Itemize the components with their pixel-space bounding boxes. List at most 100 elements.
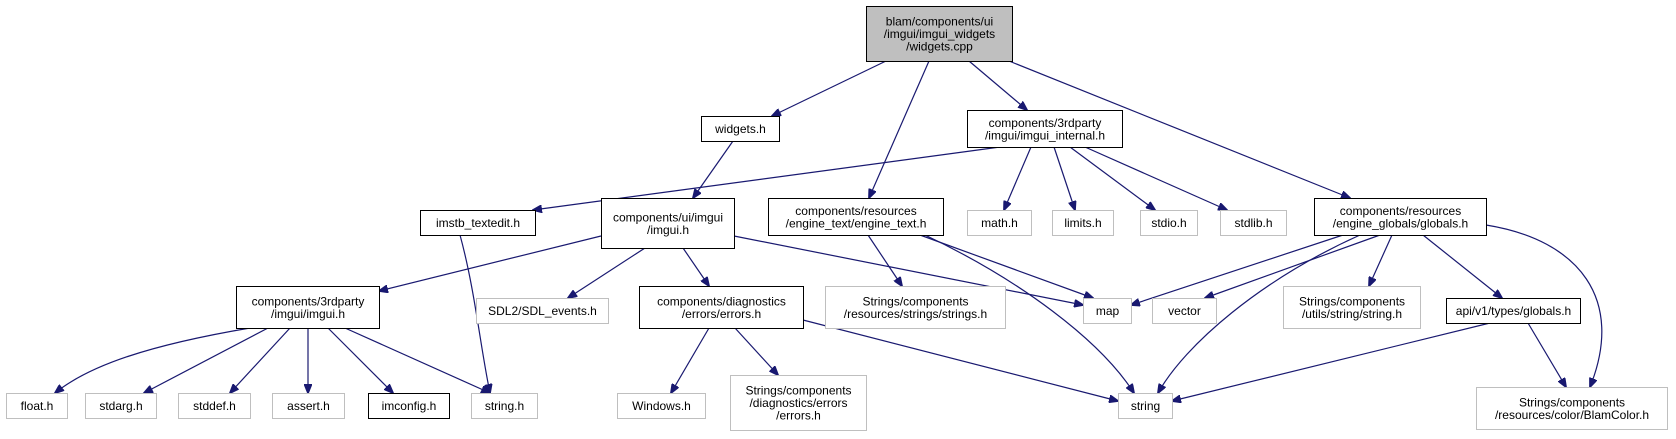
node-assert-h: assert.h [272, 393, 345, 419]
node-label: /imgui.h [647, 223, 689, 237]
edge-errors_h-to-diag_errors_h [734, 327, 778, 375]
node-box [967, 210, 1032, 236]
node-ui-imgui-h[interactable]: components/ui/imgui/imgui.h [601, 198, 735, 249]
edge-engine_text_h-to-strings_h [867, 234, 902, 286]
node-label: string.h [485, 399, 524, 413]
edge-line [1369, 234, 1393, 286]
node-box [1283, 286, 1421, 329]
edge-line [919, 234, 1093, 298]
edge-line [734, 327, 778, 375]
graph-edges [55, 60, 1603, 401]
node-widgets-cpp[interactable]: blam/components/ui/imgui/imgui_widgets/w… [866, 6, 1013, 62]
node-label: map [1096, 304, 1120, 318]
node-label: stdarg.h [99, 399, 142, 413]
node-label: SDL2/SDL_events.h [488, 304, 597, 318]
node-float-h: float.h [6, 393, 68, 419]
node-label: Windows.h [632, 399, 691, 413]
node-label: assert.h [287, 399, 330, 413]
node-box [1446, 298, 1581, 324]
node-label: Strings/components [1299, 294, 1405, 308]
node-label: widgets.h [714, 122, 766, 136]
graph-nodes: blam/components/ui/imgui/imgui_widgets/w… [6, 6, 1668, 431]
edge-line [682, 247, 709, 286]
node-label: /diagnostics/errors [749, 396, 847, 410]
edge-imgui_internal_h-to-math_h [1004, 146, 1032, 210]
node-errors-h[interactable]: components/diagnostics/errors/errors.h [639, 286, 804, 329]
node-label: components/3rdparty [252, 294, 365, 308]
node-box [701, 116, 780, 142]
edge-ui_imgui_h-to-sdl_events_h [568, 247, 646, 298]
node-stddef-h: stddef.h [178, 393, 251, 419]
node-box [967, 110, 1123, 148]
node-imconfig-h[interactable]: imconfig.h [368, 393, 450, 419]
edge-globals_h-to-utils_string_h [1369, 234, 1393, 286]
edge-line [1172, 322, 1491, 401]
edge-imgui3_h-to-string_h [344, 327, 490, 393]
node-box [825, 286, 1006, 329]
edge-line [230, 327, 291, 393]
edge-line [1069, 146, 1155, 210]
node-stdlib-h: stdlib.h [1220, 210, 1287, 236]
edge-line [1004, 146, 1032, 210]
node-math-h: math.h [967, 210, 1032, 236]
node-utils-string-h: Strings/components/utils/string/string.h [1283, 286, 1421, 329]
edge-line [1527, 322, 1566, 387]
edge-line [1422, 234, 1502, 298]
edge-api_globals_h-to-string [1172, 322, 1491, 401]
edge-engine_text_h-to-string [924, 234, 1134, 393]
edge-globals_h-to-vector [1205, 234, 1381, 298]
node-box [617, 393, 706, 419]
node-label: /resources/color/BlamColor.h [1495, 408, 1649, 422]
node-box [420, 210, 536, 236]
edge-globals_h-to-map [1131, 234, 1344, 305]
node-api-globals-h[interactable]: api/v1/types/globals.h [1446, 298, 1581, 324]
node-string-h: string.h [471, 393, 538, 419]
edge-ui_imgui_h-to-map [733, 235, 1083, 305]
node-imgui3-h[interactable]: components/3rdparty/imgui/imgui.h [236, 286, 380, 329]
node-box [476, 298, 609, 324]
node-label: Strings/components [745, 384, 851, 398]
edge-line [1131, 234, 1344, 305]
edge-line [802, 319, 1118, 401]
node-label: imconfig.h [382, 399, 437, 413]
node-map: map [1083, 298, 1132, 324]
node-globals-h[interactable]: components/resources/engine_globals/glob… [1314, 198, 1487, 236]
node-label: /widgets.cpp [906, 40, 973, 54]
edge-imgui3_h-to-imconfig_h [327, 327, 393, 393]
node-limits-h: limits.h [1052, 210, 1114, 236]
node-imstb-textedit-h[interactable]: imstb_textedit.h [420, 210, 536, 236]
node-windows-h: Windows.h [617, 393, 706, 419]
edge-line [1205, 234, 1381, 298]
edge-line [344, 327, 490, 393]
edge-line [968, 60, 1027, 110]
edge-line [144, 327, 269, 393]
edge-ui_imgui_h-to-imgui3_h [379, 235, 602, 291]
node-box [1118, 393, 1173, 419]
edge-line [568, 247, 646, 298]
node-label: /engine_globals/globals.h [1333, 216, 1468, 230]
node-label: /resources/strings/strings.h [844, 307, 987, 321]
node-label: limits.h [1064, 216, 1101, 230]
edge-ui_imgui_h-to-errors_h [682, 247, 709, 286]
node-label: math.h [981, 216, 1018, 230]
node-engine-text-h[interactable]: components/resources/engine_text/engine_… [768, 198, 944, 236]
node-vector: vector [1152, 298, 1217, 324]
node-blamcolor-h: Strings/components/resources/color/BlamC… [1476, 387, 1668, 430]
edge-line [1485, 224, 1603, 387]
edge-globals_h-to-api_globals_h [1422, 234, 1502, 298]
node-box [1052, 210, 1114, 236]
edge-line [1053, 146, 1075, 210]
node-imgui-internal-h[interactable]: components/3rdparty/imgui/imgui_internal… [967, 110, 1123, 148]
node-box [601, 198, 735, 249]
edge-line [55, 327, 251, 393]
node-label: stdio.h [1151, 216, 1186, 230]
node-label: /errors.h [776, 409, 821, 423]
node-label: Strings/components [862, 294, 968, 308]
node-label: api/v1/types/globals.h [1456, 304, 1571, 318]
node-box [639, 286, 804, 329]
node-label: components/resources [1340, 204, 1461, 218]
node-widgets-h[interactable]: widgets.h [701, 116, 780, 142]
node-box [1476, 387, 1668, 430]
node-box [368, 393, 450, 419]
